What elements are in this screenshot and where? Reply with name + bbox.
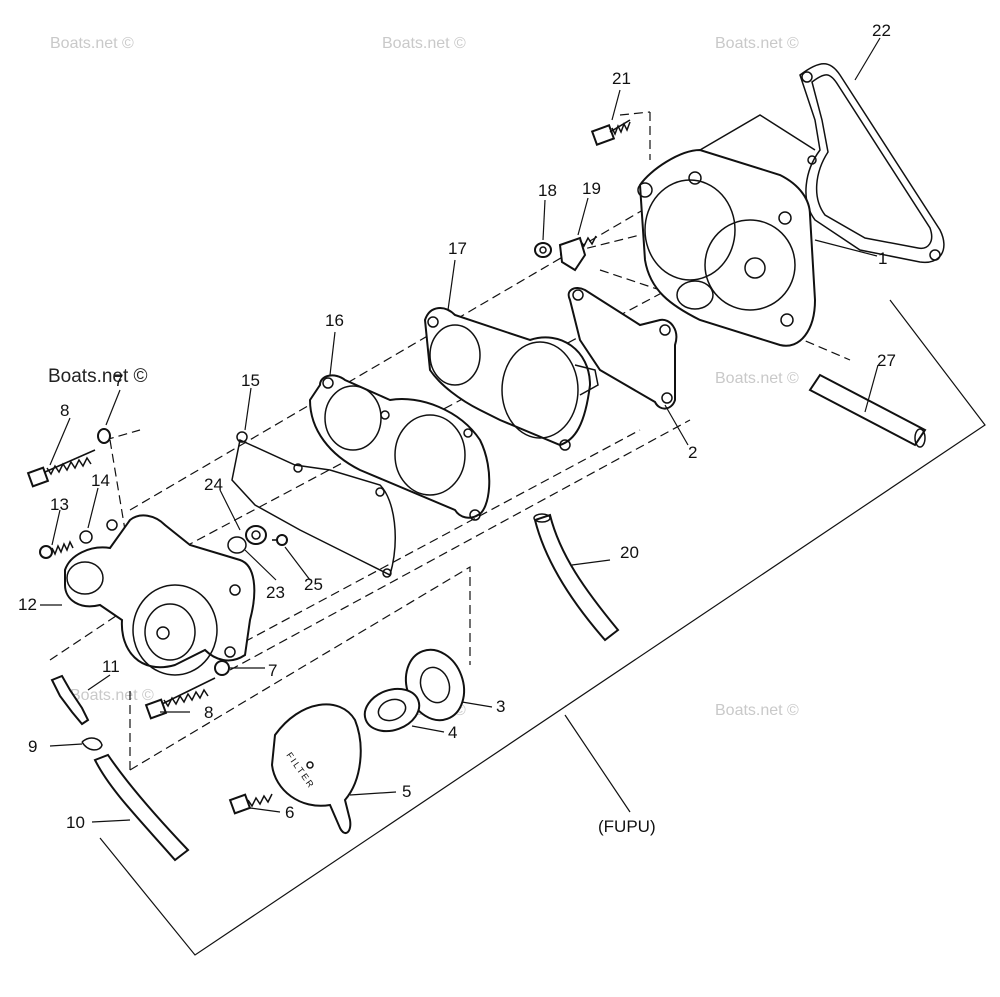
watermark-bottom-left: Boats.net © bbox=[70, 687, 154, 704]
callout-13: 13 bbox=[50, 495, 69, 514]
valve-24 bbox=[245, 525, 267, 545]
callout-8-top: 8 bbox=[60, 401, 69, 420]
diaphragm-15 bbox=[231, 431, 396, 578]
fitting-19 bbox=[558, 235, 597, 272]
callout-11: 11 bbox=[102, 657, 120, 676]
watermark-mid-left: Boats.net © bbox=[48, 366, 148, 387]
watermark-top-left: Boats.net © bbox=[50, 35, 134, 52]
washer-7-bottom bbox=[214, 660, 230, 676]
fitting-11 bbox=[50, 674, 90, 726]
watermarks: Boats.net © Boats.net © Boats.net © Boat… bbox=[48, 35, 799, 719]
callout-3: 3 bbox=[496, 697, 505, 716]
callout-1: 1 bbox=[878, 249, 887, 268]
screw-13 bbox=[39, 540, 74, 559]
callout-19: 19 bbox=[582, 179, 601, 198]
callout-14: 14 bbox=[91, 471, 110, 490]
callout-17: 17 bbox=[448, 239, 467, 258]
watermark-bottom-right: Boats.net © bbox=[715, 702, 799, 719]
washer-7-top bbox=[97, 428, 111, 444]
gasket-16 bbox=[308, 374, 491, 521]
callout-10: 10 bbox=[66, 813, 85, 832]
assembly-label-fupu: (FUPU) bbox=[598, 817, 656, 836]
nut-18 bbox=[534, 242, 552, 258]
assembly-bracket bbox=[99, 299, 986, 956]
pump-cover-12 bbox=[64, 514, 256, 676]
bolt-21 bbox=[590, 119, 631, 146]
callout-20: 20 bbox=[620, 543, 639, 562]
screw-6 bbox=[228, 793, 273, 815]
callout-27: 27 bbox=[877, 351, 896, 370]
watermark-top-right: Boats.net © bbox=[715, 35, 799, 52]
filter-cup-5: FILTER bbox=[270, 703, 362, 835]
callout-7-bottom: 7 bbox=[268, 661, 277, 680]
callout-6: 6 bbox=[285, 803, 294, 822]
callout-24: 24 bbox=[204, 475, 223, 494]
callout-22: 22 bbox=[872, 21, 891, 40]
leader-lines bbox=[40, 37, 881, 823]
washer-14 bbox=[79, 530, 93, 544]
pump-body-1 bbox=[637, 114, 817, 347]
callout-21: 21 bbox=[612, 69, 631, 88]
screw-8-top bbox=[26, 449, 96, 488]
callout-25: 25 bbox=[304, 575, 323, 594]
callout-9: 9 bbox=[28, 737, 37, 756]
callout-8-bottom: 8 bbox=[204, 703, 213, 722]
screw-8-bottom bbox=[144, 677, 216, 720]
callout-23: 23 bbox=[266, 583, 285, 602]
callout-7-top: 7 bbox=[114, 371, 123, 390]
gasket-22 bbox=[799, 63, 945, 264]
gasket-4 bbox=[363, 687, 421, 733]
screw-25 bbox=[272, 534, 288, 546]
hose-20 bbox=[533, 513, 620, 642]
callout-2: 2 bbox=[688, 443, 697, 462]
clip-9 bbox=[81, 737, 103, 751]
callout-15: 15 bbox=[241, 371, 260, 390]
watermark-mid-right: Boats.net © bbox=[715, 370, 799, 387]
hose-10 bbox=[93, 753, 190, 862]
callout-5: 5 bbox=[402, 782, 411, 801]
housing-17 bbox=[423, 307, 599, 451]
tube-27 bbox=[808, 373, 927, 448]
callout-12: 12 bbox=[18, 595, 37, 614]
callout-16: 16 bbox=[325, 311, 344, 330]
callouts: 22 21 18 19 1 17 16 15 27 2 7 8 14 13 24… bbox=[18, 21, 896, 836]
callout-4: 4 bbox=[448, 723, 457, 742]
washer-23 bbox=[227, 536, 247, 554]
watermark-top-center: Boats.net © bbox=[382, 35, 466, 52]
plate-2 bbox=[567, 287, 678, 410]
callout-18: 18 bbox=[538, 181, 557, 200]
